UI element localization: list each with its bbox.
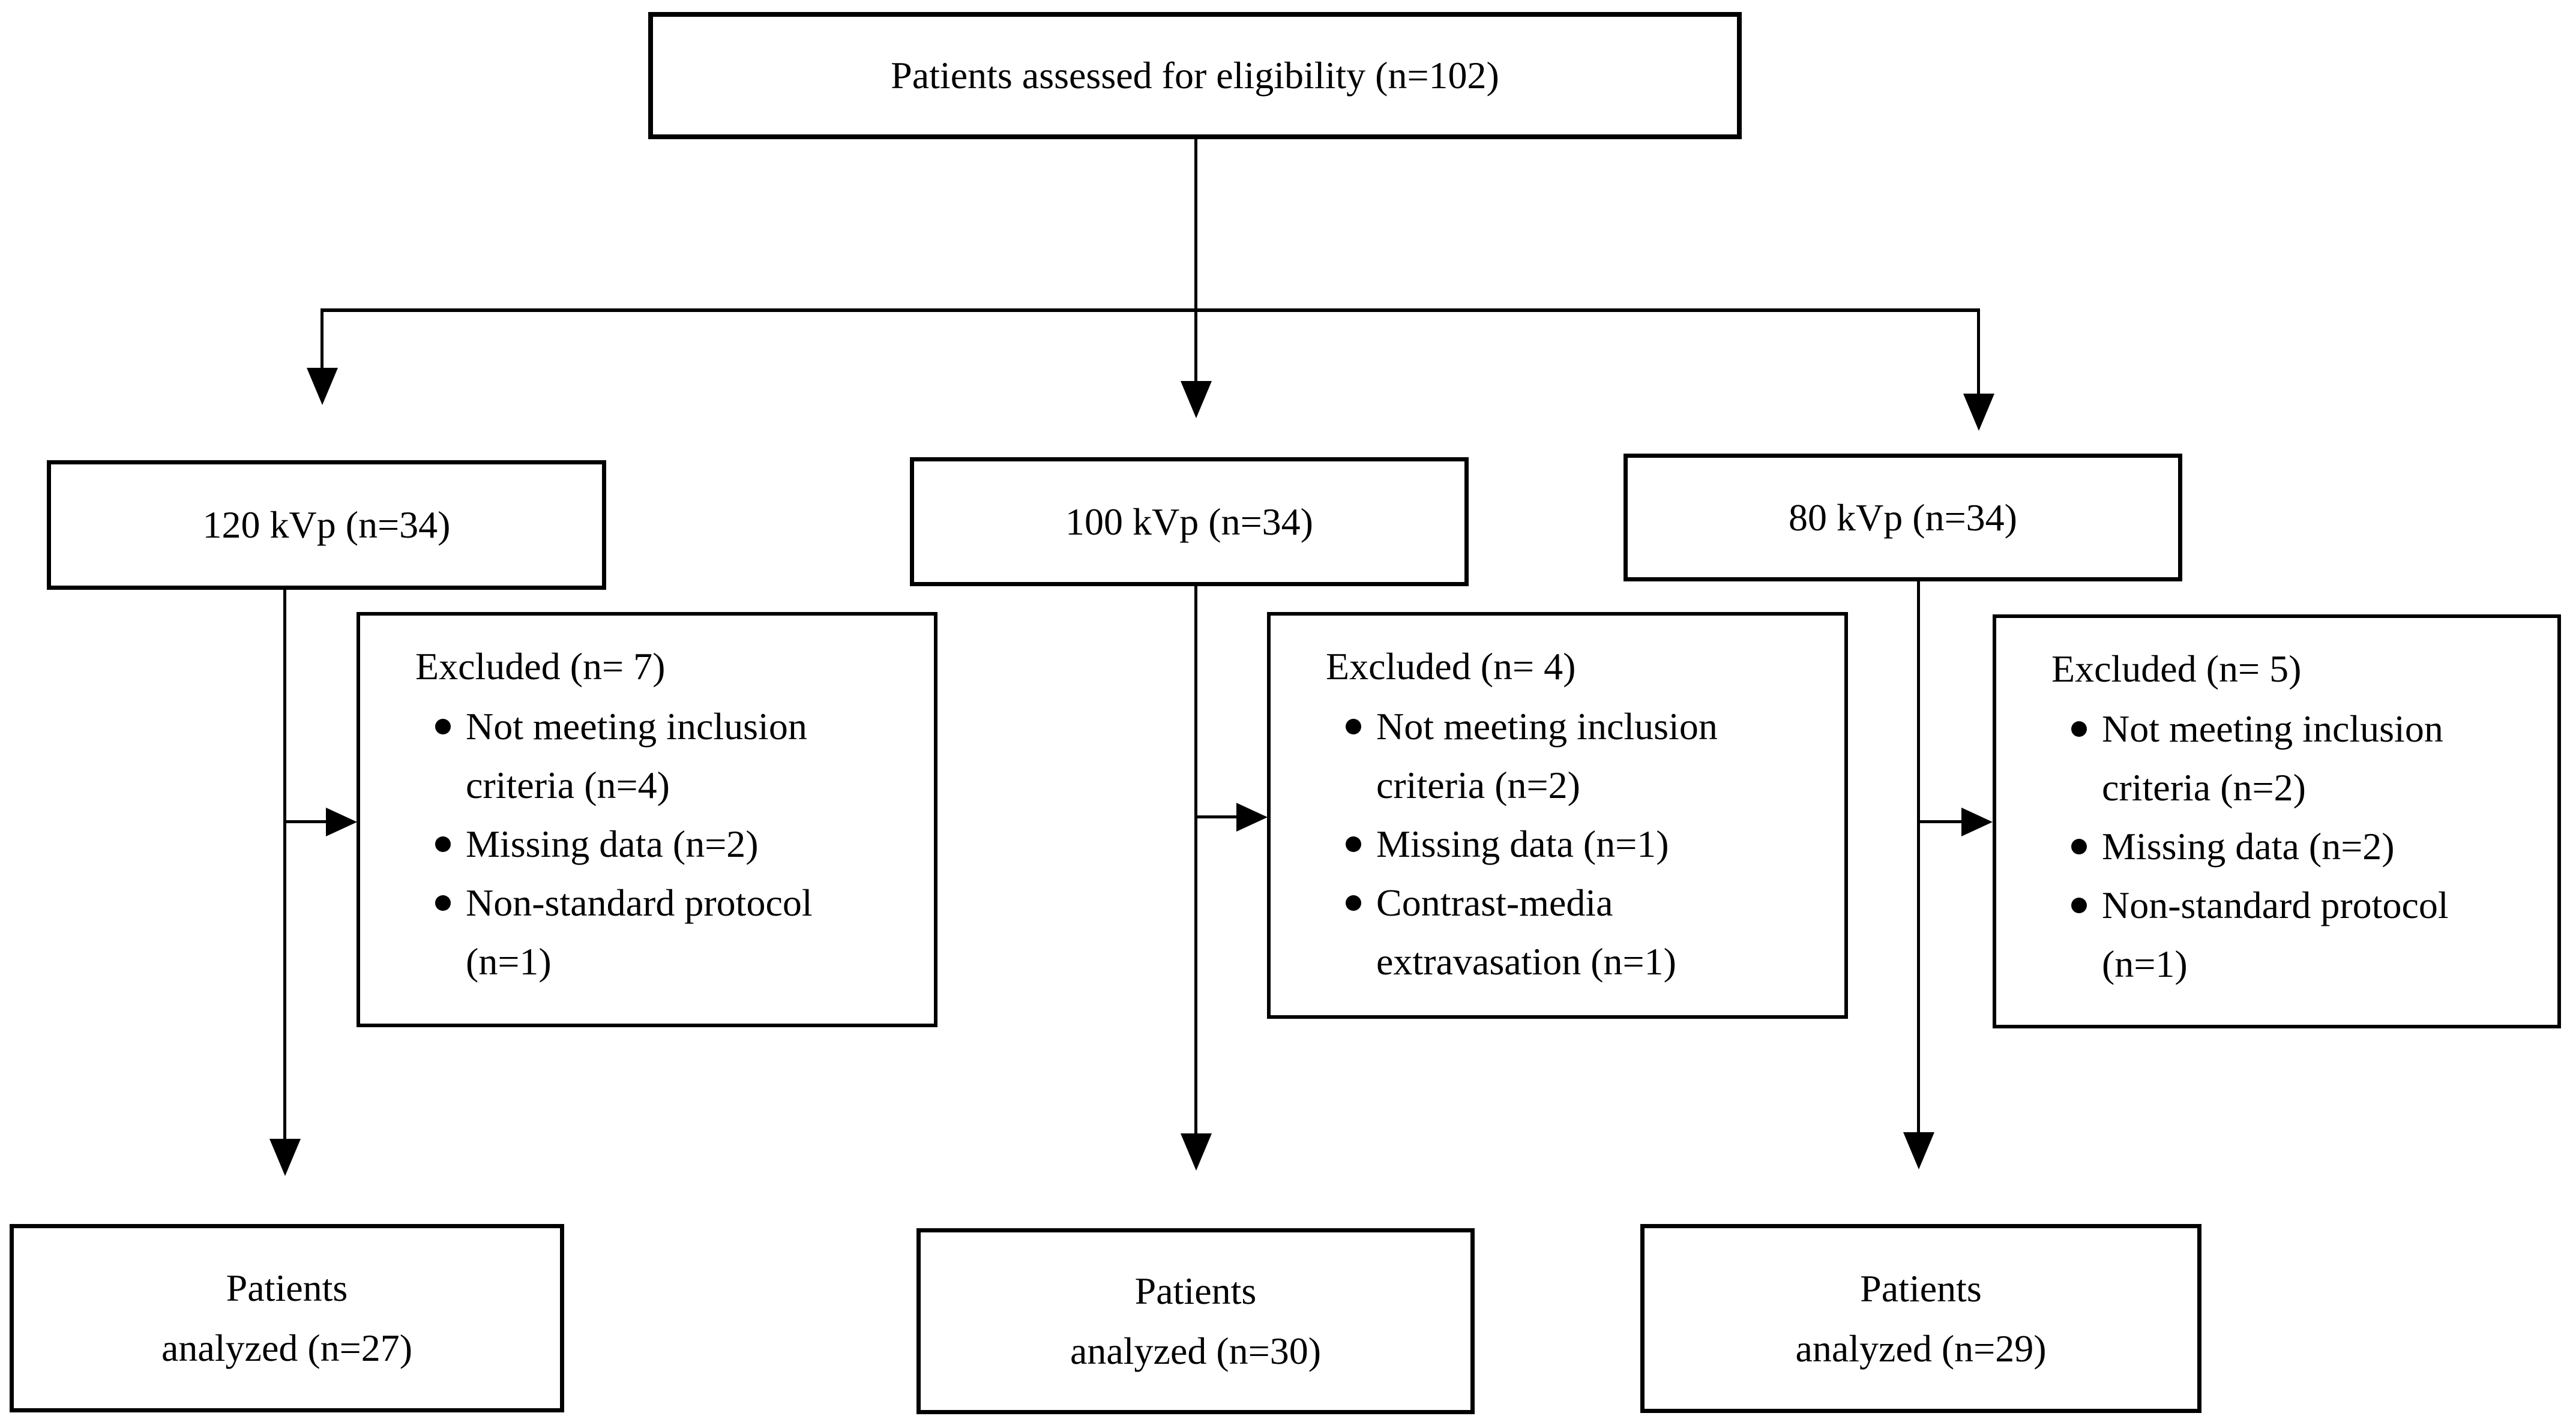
excluded-reason-list-80kvp: Not meeting inclusion criteria (n=2) Mis… bbox=[1996, 700, 2557, 994]
connector-stem-100 bbox=[1194, 586, 1197, 1136]
analyzed-line1: Patients bbox=[226, 1267, 348, 1309]
connector-drop-80 bbox=[1977, 308, 1980, 396]
excluded-box-80kvp: Excluded (n= 5) Not meeting inclusion cr… bbox=[1993, 614, 2561, 1028]
connector-top-stem bbox=[1194, 139, 1197, 310]
arrow-down-120-icon bbox=[307, 368, 338, 405]
arrow-down-analyzed-80-icon bbox=[1903, 1132, 1934, 1169]
analyzed-line2: analyzed (n=27) bbox=[161, 1327, 413, 1369]
excluded-title-80kvp: Excluded (n= 5) bbox=[2051, 647, 2302, 690]
arrow-down-100-icon bbox=[1181, 381, 1212, 418]
analyzed-line1: Patients bbox=[1134, 1270, 1257, 1312]
arrow-down-80-icon bbox=[1963, 394, 1994, 431]
analyzed-box-80kvp: Patients analyzed (n=29) bbox=[1640, 1224, 2201, 1413]
connector-drop-120 bbox=[320, 308, 324, 370]
group-label-80kvp: 80 kVp (n=34) bbox=[1789, 496, 2017, 539]
excluded-reason: Contrast-media extravasation (n=1) bbox=[1346, 874, 1784, 991]
excluded-reason: Not meeting inclusion criteria (n=4) bbox=[435, 697, 874, 815]
arrow-right-excluded-120-icon bbox=[326, 808, 357, 836]
group-box-120kvp: 120 kVp (n=34) bbox=[47, 460, 606, 590]
excluded-reason: Non-standard protocol (n=1) bbox=[435, 874, 874, 991]
connector-stem-80 bbox=[1917, 581, 1920, 1135]
excluded-box-120kvp: Excluded (n= 7) Not meeting inclusion cr… bbox=[357, 612, 937, 1027]
excluded-reason: Not meeting inclusion criteria (n=2) bbox=[1346, 697, 1784, 815]
group-label-120kvp: 120 kVp (n=34) bbox=[202, 503, 451, 546]
excluded-reason: Not meeting inclusion criteria (n=2) bbox=[2071, 700, 2510, 817]
arrow-down-analyzed-100-icon bbox=[1181, 1133, 1212, 1171]
group-label-100kvp: 100 kVp (n=34) bbox=[1065, 500, 1313, 543]
eligibility-label: Patients assessed for eligibility (n=102… bbox=[891, 54, 1499, 97]
analyzed-box-100kvp: Patients analyzed (n=30) bbox=[916, 1228, 1475, 1414]
excluded-reason: Missing data (n=2) bbox=[2071, 817, 2510, 876]
arrow-right-excluded-100-icon bbox=[1236, 803, 1268, 832]
excluded-reason-list-100kvp: Not meeting inclusion criteria (n=2) Mis… bbox=[1271, 697, 1844, 991]
connector-branch-line bbox=[320, 308, 1980, 312]
arrow-right-excluded-80-icon bbox=[1961, 808, 1993, 836]
excluded-reason: Missing data (n=1) bbox=[1346, 815, 1784, 874]
analyzed-line1: Patients bbox=[1860, 1267, 1982, 1310]
excluded-title-100kvp: Excluded (n= 4) bbox=[1326, 645, 1576, 688]
connector-drop-100 bbox=[1194, 308, 1197, 383]
connector-side-100 bbox=[1194, 815, 1238, 818]
group-box-100kvp: 100 kVp (n=34) bbox=[910, 457, 1469, 586]
excluded-box-100kvp: Excluded (n= 4) Not meeting inclusion cr… bbox=[1267, 612, 1848, 1019]
connector-stem-120 bbox=[283, 590, 286, 1141]
excluded-reason-list-120kvp: Not meeting inclusion criteria (n=4) Mis… bbox=[360, 697, 934, 991]
arrow-down-analyzed-120-icon bbox=[269, 1139, 301, 1176]
excluded-reason: Non-standard protocol (n=1) bbox=[2071, 876, 2510, 994]
group-box-80kvp: 80 kVp (n=34) bbox=[1624, 454, 2182, 581]
eligibility-box: Patients assessed for eligibility (n=102… bbox=[648, 12, 1742, 139]
analyzed-line2: analyzed (n=29) bbox=[1795, 1327, 2047, 1370]
analyzed-box-120kvp: Patients analyzed (n=27) bbox=[10, 1224, 564, 1412]
connector-side-80 bbox=[1917, 820, 1964, 823]
connector-side-120 bbox=[283, 820, 328, 823]
excluded-title-120kvp: Excluded (n= 7) bbox=[415, 645, 666, 688]
analyzed-line2: analyzed (n=30) bbox=[1070, 1330, 1322, 1372]
excluded-reason: Missing data (n=2) bbox=[435, 815, 874, 874]
